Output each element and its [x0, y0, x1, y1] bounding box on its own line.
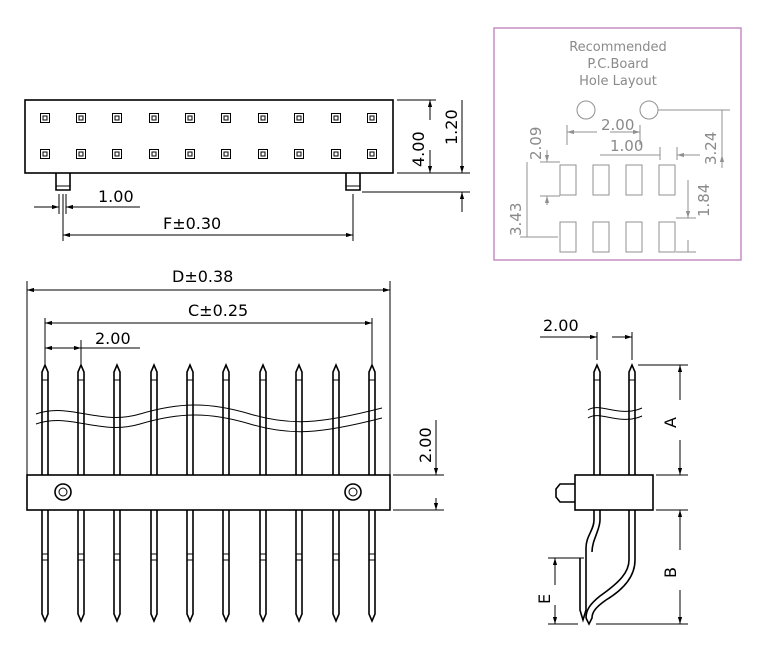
dim-body-height: 2.00 — [416, 427, 435, 463]
pcb-dim-row-offset: 3.24 — [702, 132, 720, 165]
top-view-pin-grid — [40, 113, 377, 159]
top-pin-1-8 — [331, 149, 341, 159]
top-pin-0-1 — [76, 113, 86, 123]
dim-upper-length-a: A — [661, 417, 680, 428]
dim-side-pitch: 2.00 — [543, 316, 579, 335]
top-pin-1-3 — [149, 149, 159, 159]
top-pin-0-8 — [331, 113, 341, 123]
front-break-line-top — [35, 404, 383, 423]
top-pin-0-3 — [149, 113, 159, 123]
pcb-pad-1-1 — [592, 221, 610, 253]
top-pin-0-0 — [40, 113, 50, 123]
pcb-pad-0-3 — [658, 164, 676, 196]
pcb-note-line2: P.C.Board — [587, 57, 648, 72]
top-pin-0-6 — [258, 113, 268, 123]
pcb-locating-hole-left — [576, 100, 596, 120]
pcb-pad-0-0 — [559, 164, 577, 196]
top-pin-0-7 — [294, 113, 304, 123]
front-pin-7 — [295, 362, 303, 624]
pcb-note-line1: Recommended — [569, 40, 667, 55]
pcb-pad-grid — [559, 164, 676, 253]
dim-offset-e: E — [535, 594, 554, 604]
front-view-pins — [41, 362, 376, 624]
pcb-dim-small-pitch: 1.00 — [610, 137, 643, 155]
pcb-pad-0-2 — [625, 164, 643, 196]
front-pin-1 — [77, 362, 85, 624]
pcb-layout-frame — [493, 27, 742, 261]
top-view-left-pin — [55, 173, 71, 191]
front-break-line-bottom — [35, 414, 383, 433]
pcb-dim-pad-height: 1.84 — [695, 184, 713, 217]
dim-span-f: F±0.30 — [163, 214, 221, 233]
top-pin-0-4 — [185, 113, 195, 123]
pcb-dim-pitch: 2.00 — [601, 116, 634, 134]
front-pin-5 — [222, 362, 230, 624]
pcb-pad-0-1 — [592, 164, 610, 196]
top-view: 1.00 F±0.30 4.00 1.20 — [24, 99, 470, 241]
top-pin-1-2 — [112, 149, 122, 159]
dim-pin-span-c: C±0.25 — [188, 301, 248, 320]
top-pin-1-6 — [258, 149, 268, 159]
front-pin-4 — [186, 362, 194, 624]
top-pin-1-9 — [367, 149, 377, 159]
pcb-hole-layout: Recommended P.C.Board Hole Layout 2.00 1… — [493, 27, 742, 261]
pcb-dim-row-pitch: 3.43 — [507, 203, 525, 236]
front-pin-8 — [332, 362, 340, 624]
top-pin-1-0 — [40, 149, 50, 159]
top-pin-1-1 — [76, 149, 86, 159]
front-pin-2 — [113, 362, 121, 624]
top-pin-0-2 — [112, 113, 122, 123]
front-pin-6 — [259, 362, 267, 624]
pcb-note-line3: Hole Layout — [579, 74, 657, 89]
front-view-housing — [26, 474, 391, 511]
top-pin-0-9 — [367, 113, 377, 123]
top-pin-1-7 — [294, 149, 304, 159]
front-pin-3 — [150, 362, 158, 624]
dim-front-pitch: 2.00 — [95, 329, 131, 348]
dim-height: 4.00 — [409, 131, 428, 167]
top-pin-1-5 — [221, 149, 231, 159]
pcb-dim-hole-offset: 2.09 — [527, 127, 545, 160]
pcb-pad-1-2 — [625, 221, 643, 253]
front-view: D±0.38 C±0.25 2.00 2.00 — [26, 267, 444, 624]
top-pin-1-4 — [185, 149, 195, 159]
pcb-pad-1-3 — [658, 221, 676, 253]
pcb-pad-1-0 — [559, 221, 577, 253]
top-pin-0-5 — [221, 113, 231, 123]
dim-overall-d: D±0.38 — [172, 267, 233, 286]
top-view-right-pin — [345, 173, 361, 191]
dim-lower-length-b: B — [661, 567, 680, 578]
top-view-housing — [24, 99, 394, 174]
dim-pin-width: 1.00 — [98, 187, 134, 206]
dim-row-height: 1.20 — [442, 109, 461, 145]
front-pin-0 — [41, 362, 49, 624]
side-view-housing — [574, 474, 654, 511]
front-pin-9 — [368, 362, 376, 624]
side-view: 2.00 A B E — [535, 316, 688, 626]
